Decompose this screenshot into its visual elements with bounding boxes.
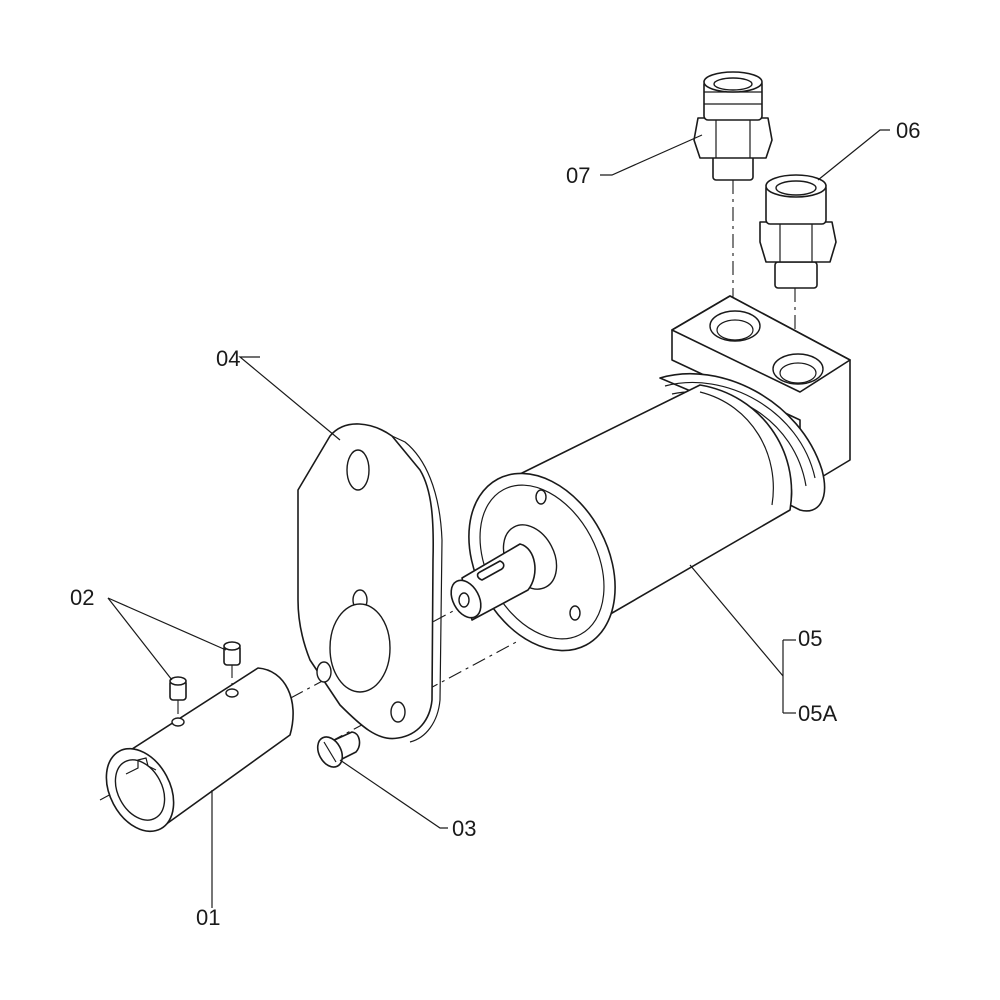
callout-07: 07 [566, 163, 590, 188]
callout-05: 05 [798, 626, 822, 651]
mounting-plate-04 [297, 423, 443, 743]
callout-05a: 05A [798, 701, 837, 726]
motor-body-05 [450, 295, 851, 652]
set-screws-02 [169, 641, 241, 701]
callout-01: 01 [196, 905, 220, 930]
fitting-07 [693, 71, 773, 181]
slotted-screw-03 [316, 731, 361, 768]
callouts: 01 02 03 04 05 05A 06 07 [70, 118, 920, 930]
callout-06: 06 [896, 118, 920, 143]
callout-03: 03 [452, 816, 476, 841]
callout-02: 02 [70, 585, 94, 610]
leader-lines [107, 129, 890, 908]
callout-04: 04 [216, 346, 240, 371]
fitting-06 [759, 174, 837, 289]
coupling-sleeve-01 [105, 667, 294, 833]
